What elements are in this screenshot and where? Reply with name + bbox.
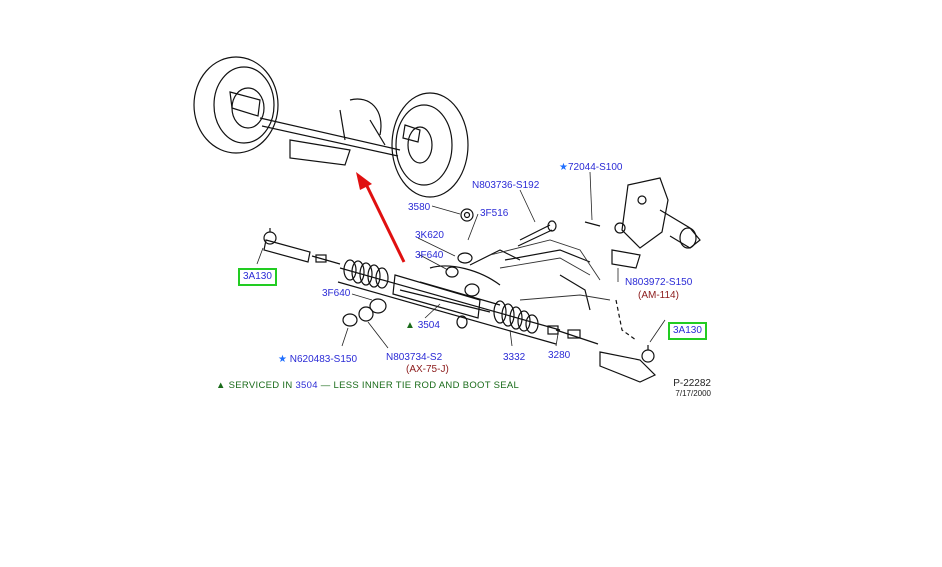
label-N803972: N803972-S150: [625, 277, 693, 288]
label-3332: 3332: [503, 352, 526, 363]
note-number: 3504: [295, 380, 318, 391]
star-icon: ★: [278, 354, 287, 365]
label-3A130-right[interactable]: 3A130: [668, 322, 707, 340]
label-3504-text: 3504: [417, 320, 440, 331]
label-AM114: (AM-114): [638, 290, 679, 301]
label-AX75J: (AX-75-J): [406, 364, 449, 375]
label-3F640-upper: 3F640: [415, 250, 444, 261]
right-boot: [493, 300, 539, 334]
label-N620483: ★ N620483-S150: [278, 354, 357, 366]
label-N803734: N803734-S2: [386, 352, 443, 363]
label-72044: ★72044-S100: [559, 162, 622, 174]
star-icon: ★: [559, 162, 568, 173]
label-3A130-left[interactable]: 3A130: [238, 268, 277, 286]
reference-code: P-22282: [673, 378, 711, 389]
right-tie-rod-end: [547, 325, 657, 383]
reference-date: 7/17/2000: [675, 389, 711, 398]
label-text: 72044-S100: [567, 162, 623, 173]
label-3K620: 3K620: [415, 230, 444, 241]
note-prefix: SERVICED IN: [228, 380, 293, 391]
left-tie-rod-end: [263, 228, 341, 265]
overview-rack: [229, 91, 421, 166]
leader-lines: [256, 171, 666, 349]
label-3504: ▲ 3504: [405, 320, 440, 332]
overview-right-wheel: [391, 92, 469, 198]
label-3580: 3580: [408, 202, 431, 213]
bolt-hardware: [445, 208, 557, 297]
red-arrow: [356, 172, 406, 263]
label-3280: 3280: [548, 350, 571, 361]
main-rack-assembly: [337, 249, 591, 345]
overview-left-wheel: [193, 56, 279, 154]
note-suffix: — LESS INNER TIE ROD AND BOOT SEAL: [320, 380, 520, 391]
label-N803736: N803736-S192: [472, 180, 540, 191]
frame-outline: [489, 239, 611, 301]
mount-bushings: [342, 298, 468, 329]
label-N620483-text: N620483-S150: [289, 354, 358, 365]
steering-knuckle: [584, 177, 701, 341]
label-3F640-lower: 3F640: [322, 288, 351, 299]
service-note: ▲ SERVICED IN 3504 — LESS INNER TIE ROD …: [216, 380, 519, 391]
triangle-icon: ▲: [405, 320, 415, 331]
label-3F516: 3F516: [480, 208, 509, 219]
left-boot: [343, 259, 389, 289]
triangle-icon: ▲: [216, 380, 226, 391]
